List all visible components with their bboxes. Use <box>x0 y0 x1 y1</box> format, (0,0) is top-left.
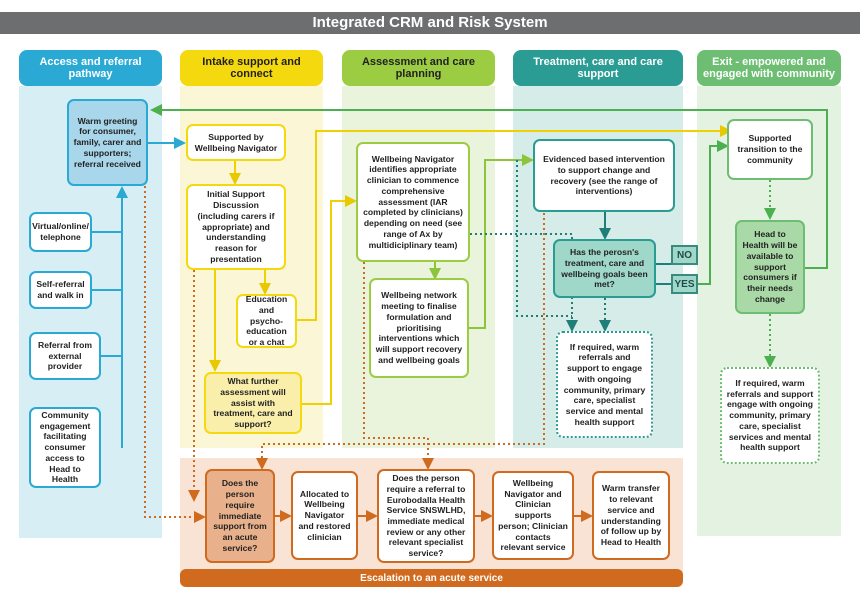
warm-transfer-box: Warm transfer to relevant service and un… <box>592 471 670 560</box>
community-engagement-box: Community engagement facilitating consum… <box>29 407 101 488</box>
no-label: NO <box>671 245 698 265</box>
further-assessment-box: What further assessment will assist with… <box>204 372 302 434</box>
header-access: Access and referral pathway <box>19 50 162 86</box>
external-referral-box: Referral from external provider <box>29 332 101 380</box>
identifies-clinician-box: Wellbeing Navigator identifies appropria… <box>356 142 470 262</box>
initial-discussion-box: Initial Support Discussion (including ca… <box>186 184 286 270</box>
goals-met-box: Has the perosn's treatment, care and wel… <box>553 239 656 298</box>
navigator-box: Supported by Wellbeing Navigator <box>186 124 286 161</box>
available-support-box: Head to Health will be available to supp… <box>735 220 805 314</box>
header-treatment: Treatment, care and care support <box>513 50 683 86</box>
clinician-supports-box: Wellbeing Navigator and Clinician suppor… <box>492 471 574 560</box>
immediate-support-box: Does the person require immediate suppor… <box>205 469 275 563</box>
header-intake: Intake support and connect <box>180 50 323 86</box>
education-box: Education and psycho-education or a chat <box>236 294 297 348</box>
escalation-label: Escalation to an acute service <box>180 569 683 587</box>
self-referral-box: Self-referral and walk in <box>29 271 92 309</box>
yes-label: YES <box>671 274 698 294</box>
network-meeting-box: Wellbeing network meeting to finalise fo… <box>369 278 469 378</box>
specialist-referral-box: Does the person require a referral to Eu… <box>377 469 475 563</box>
exit-warm-referrals-box: If required, warm referrals and support … <box>720 367 820 464</box>
page-title: Integrated CRM and Risk System <box>0 12 860 34</box>
treatment-warm-referrals-box: If required, warm referrals and support … <box>556 331 653 438</box>
lane-assessment <box>342 86 495 448</box>
header-exit: Exit - empowered and engaged with commun… <box>697 50 841 86</box>
virtual-box: Virtual/online/ telephone <box>29 212 92 252</box>
warm-greeting-box: Warm greeting for consumer, family, care… <box>67 99 148 186</box>
supported-transition-box: Supported transition to the community <box>727 119 813 180</box>
allocated-box: Allocated to Wellbeing Navigator and res… <box>291 471 358 560</box>
header-assessment: Assessment and care planning <box>342 50 495 86</box>
evidenced-intervention-box: Evidenced based intervention to support … <box>533 139 675 212</box>
